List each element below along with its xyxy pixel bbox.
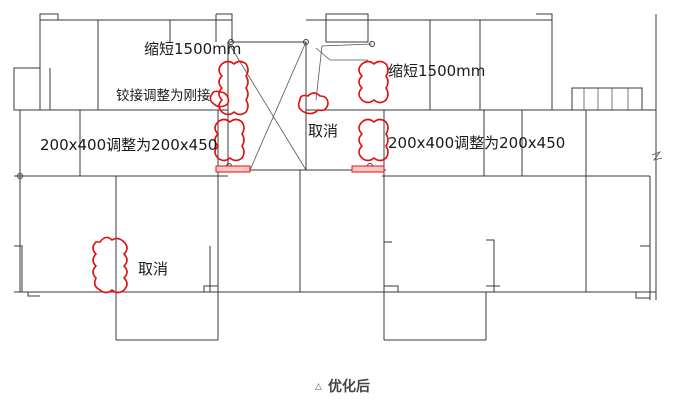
floor-plan-drawing: 缩短1500mm 缩短1500mm 铰接调整为刚接 200x400调整为200x… bbox=[13, 13, 663, 341]
label-resize-left: 200x400调整为200x450 bbox=[40, 136, 217, 154]
revision-clouds bbox=[92, 60, 389, 294]
label-hinge-change: 铰接调整为刚接 bbox=[116, 87, 211, 104]
caption-text: 优化后 bbox=[327, 379, 370, 395]
label-shorten-right: 缩短1500mm bbox=[388, 62, 485, 80]
plan-linework bbox=[13, 13, 663, 341]
label-cancel-lower: 取消 bbox=[138, 260, 168, 278]
label-resize-right: 200x400调整为200x450 bbox=[388, 134, 565, 152]
figure-caption: △ 优化后 bbox=[0, 376, 685, 396]
caption-marker-icon: △ bbox=[315, 382, 322, 392]
label-shorten-left: 缩短1500mm bbox=[144, 40, 241, 58]
label-cancel-center: 取消 bbox=[308, 122, 338, 140]
